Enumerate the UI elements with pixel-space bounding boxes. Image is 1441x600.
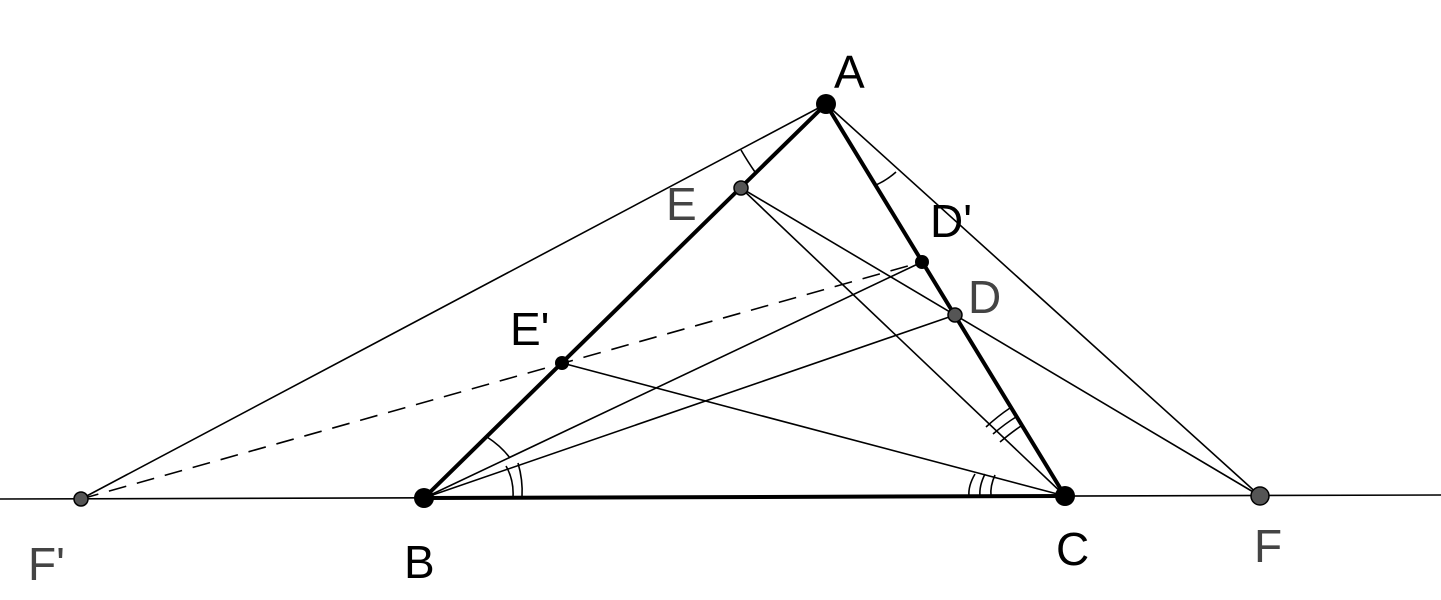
label-A: A [834,46,865,98]
line-Eprime-C [561,362,1066,497]
point-E [733,180,749,196]
line-E-F [740,187,1261,497]
angle-mark-B-inner [505,465,514,498]
point-F [1250,486,1270,506]
side-A-B [422,102,828,500]
angle-mark-C-side-2 [992,416,1017,435]
label-Dprime: D' [930,195,972,247]
angle-mark-C-bottom-3 [990,474,996,497]
side-B-C [423,494,1066,500]
angle-mark-A-left [740,149,756,173]
label-B: B [404,536,435,588]
label-D: D [968,271,1001,323]
label-F: F [1254,520,1282,572]
angle-mark-B-inner-2 [517,462,523,498]
angle-mark-B-outer [486,436,511,459]
line-B-Dprime [423,261,923,499]
side-A-C [824,102,1067,498]
label-Fprime: F' [28,538,65,590]
dashed-line-Fprime-Dprime [80,261,923,500]
point-D [947,307,963,323]
point-C [1055,486,1075,506]
angle-mark-C-side-3 [999,425,1022,443]
point-Eprime [555,356,569,370]
label-E: E [666,178,697,230]
line-B-D [423,314,956,499]
line-A-F [825,103,1261,497]
angle-mark-C-bottom-1 [968,473,976,497]
line-E-C [740,187,1066,497]
label-C: C [1056,523,1089,575]
label-Eprime: E' [510,303,549,355]
point-Fprime [73,491,89,507]
point-A [816,94,836,114]
point-B [414,488,434,508]
angle-mark-A-right [875,171,897,186]
line-A-Fprime [80,103,827,500]
angle-mark-C-side-1 [985,407,1011,428]
point-Dprime [915,255,929,269]
angle-mark-C-bottom-2 [979,473,986,497]
